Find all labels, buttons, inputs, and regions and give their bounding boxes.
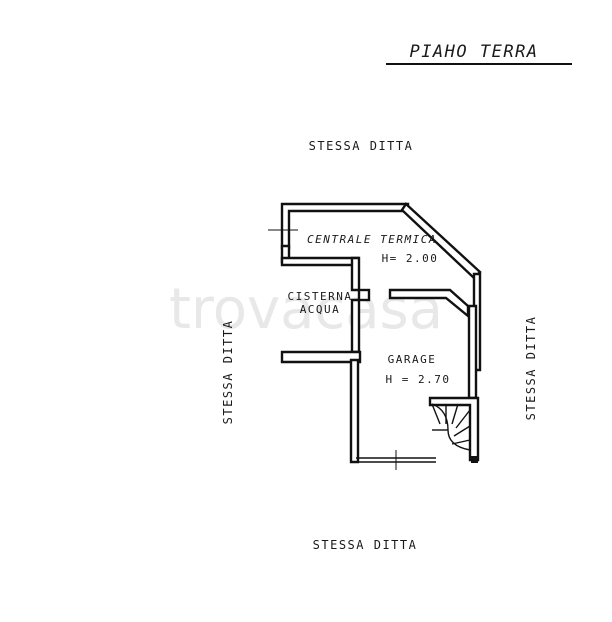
- corner-marker: [471, 456, 478, 463]
- room-height-centrale-termica: H= 2.00: [382, 252, 439, 265]
- neighbour-label-right: STESSA DITTA: [524, 316, 538, 421]
- room-label-garage: GARAGE: [388, 353, 437, 366]
- room-label-acqua: ACQUA: [300, 303, 341, 316]
- room-height-garage: H = 2.70: [386, 373, 451, 386]
- neighbour-label-top: STESSA DITTA: [309, 139, 414, 153]
- spiral-stair: [431, 403, 471, 451]
- watermark: trovacasa: [169, 277, 443, 342]
- room-label-cisterna: CISTERNA: [288, 290, 353, 303]
- neighbour-label-left: STESSA DITTA: [221, 320, 235, 425]
- room-label-centrale-termica: CENTRALE TERMICA: [307, 233, 437, 246]
- plan-title: PIAHO TERRA: [409, 42, 538, 62]
- neighbour-label-bottom: STESSA DITTA: [313, 538, 418, 552]
- building-walls: [280, 202, 482, 464]
